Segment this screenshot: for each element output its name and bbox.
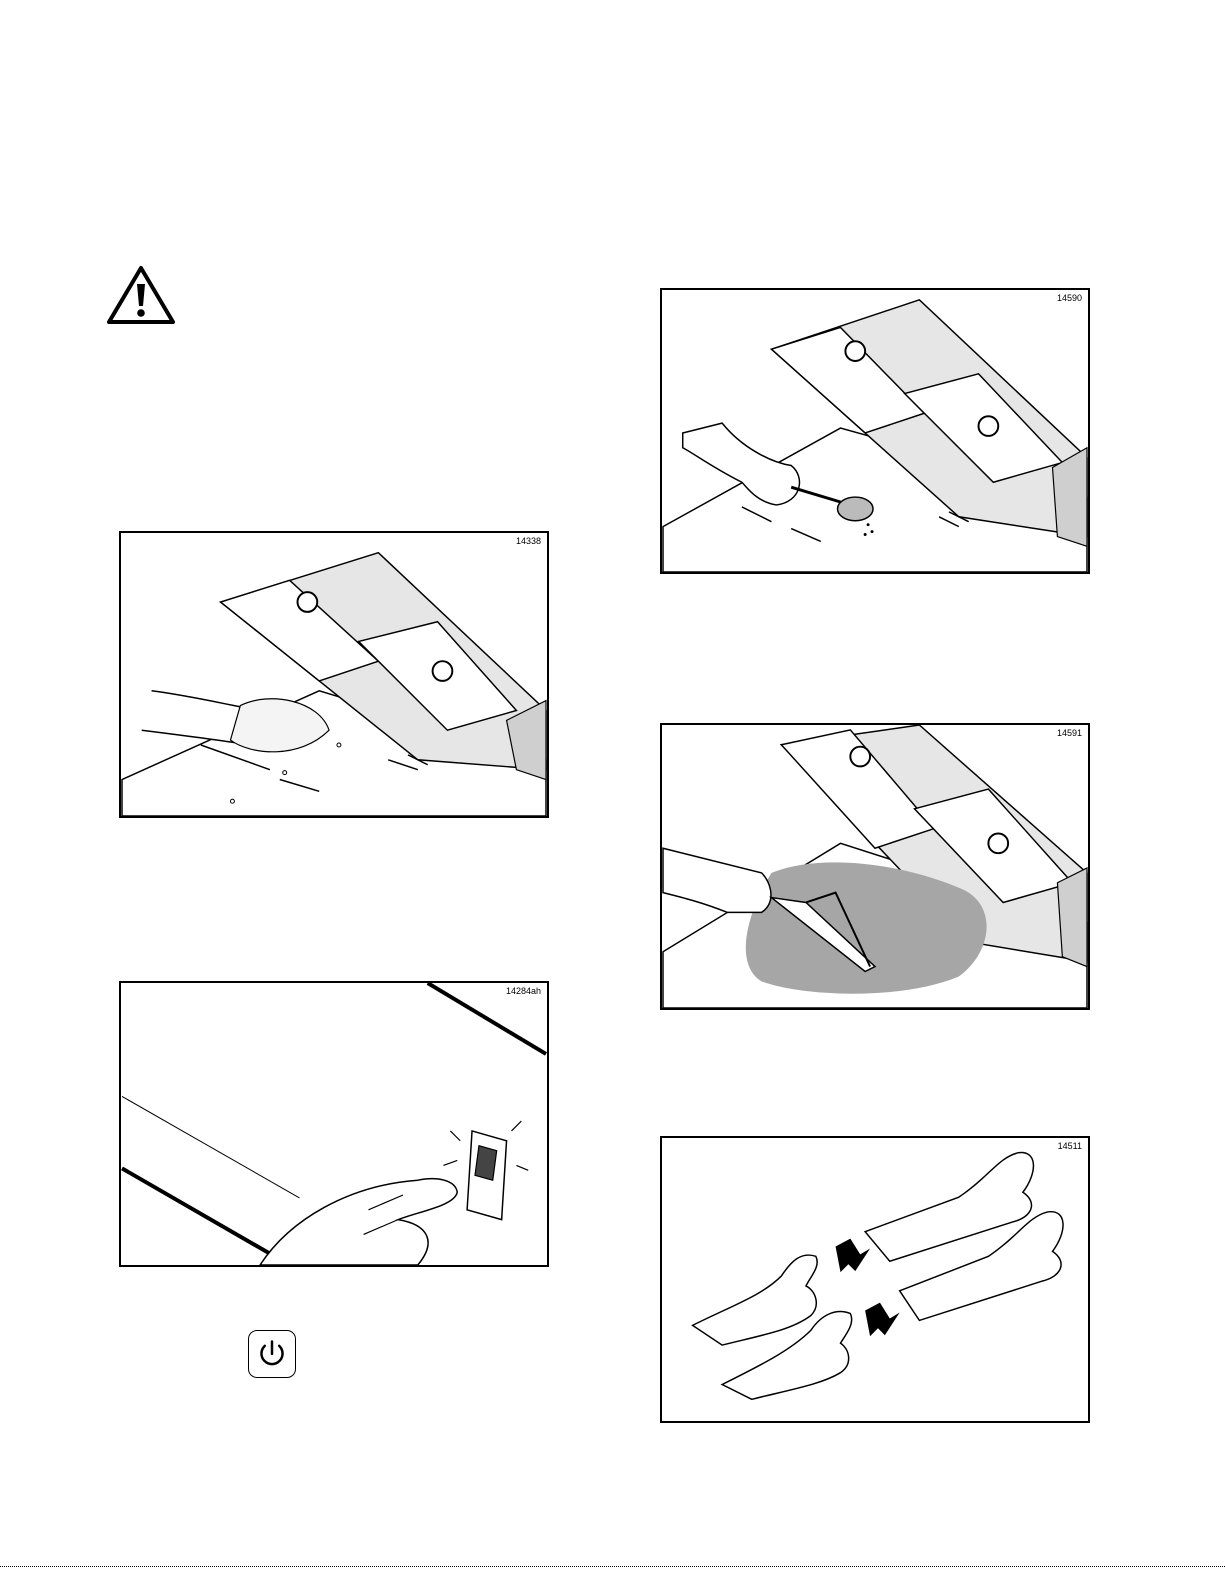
figure-id: 14591 [1057,728,1082,738]
power-button [248,1330,296,1378]
gloves-illustration [662,1138,1088,1421]
figure-scrubbing-surface: 14591 [660,723,1090,1010]
figure-power-switch: 14284ah [119,981,549,1267]
bottom-rule [0,1566,1225,1567]
scrubbing-illustration [662,725,1088,1008]
figure-id: 14338 [516,536,541,546]
warning-triangle-icon [106,264,176,326]
wiping-illustration [121,533,547,816]
figure-sprinkling-cleaner: 14590 [660,288,1090,574]
sprinkling-illustration [662,290,1088,572]
figure-id: 14590 [1057,293,1082,303]
power-switch-illustration [121,983,547,1265]
figure-protective-gloves: 14511 [660,1136,1090,1423]
figure-wiping-surface: 14338 [119,531,549,818]
power-icon [249,1331,295,1377]
figure-id: 14511 [1058,1141,1082,1151]
figure-id: 14284ah [506,986,541,996]
